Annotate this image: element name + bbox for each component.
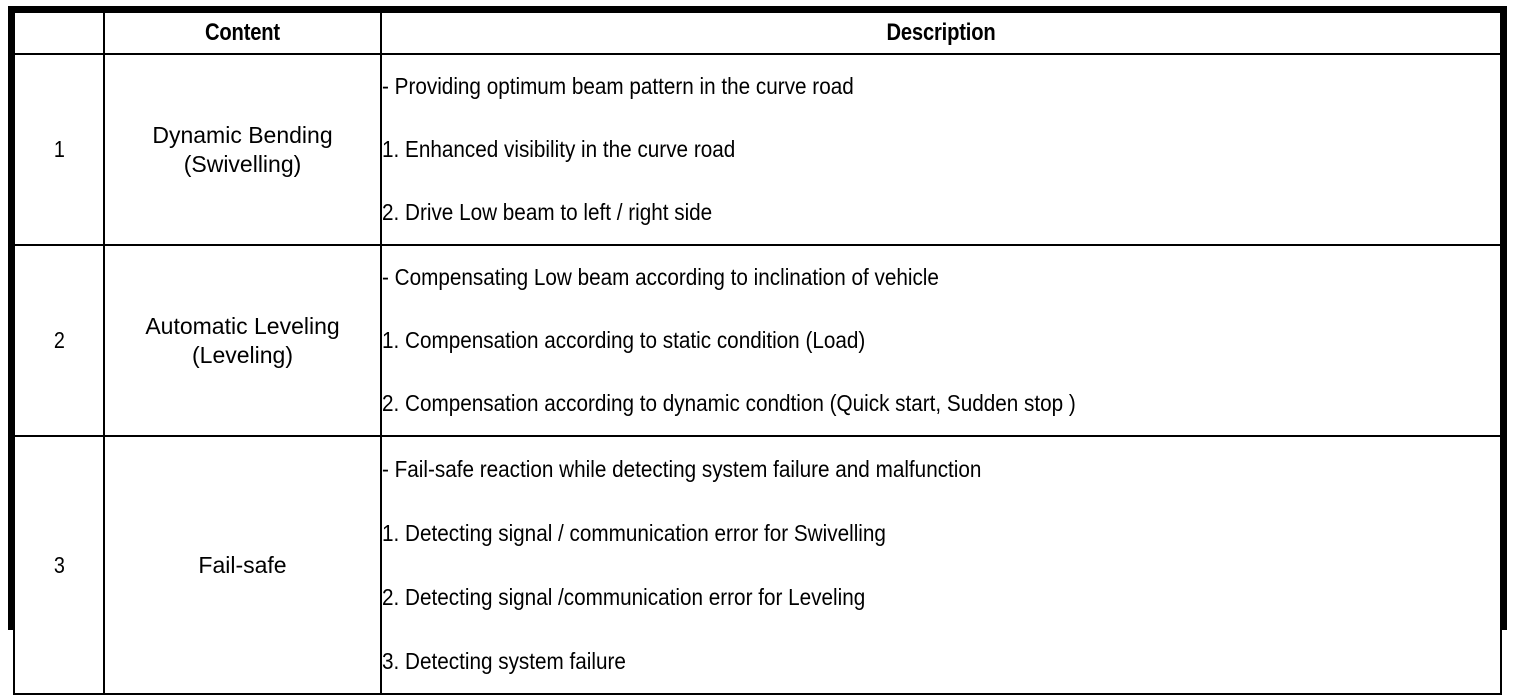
- description-list: - Providing optimum beam pattern in the …: [382, 55, 1500, 244]
- content-line: Automatic Leveling: [145, 312, 340, 339]
- content-line: Fail-safe: [198, 551, 287, 578]
- column-header-content: Content: [125, 11, 360, 55]
- content-line: (Leveling): [192, 341, 293, 368]
- row-content-cell: Fail-safe: [103, 435, 382, 695]
- table-row: 3 Fail-safe - Fail-safe reaction while d…: [13, 435, 1502, 695]
- column-header-index: [20, 11, 98, 55]
- content-line: (Swivelling): [183, 150, 302, 177]
- description-list: - Compensating Low beam according to inc…: [382, 246, 1500, 435]
- description-list: - Fail-safe reaction while detecting sys…: [382, 437, 1500, 693]
- table-row: 2 Automatic Leveling (Leveling) - Compen…: [13, 244, 1502, 437]
- row-content-cell: Dynamic Bending (Swivelling): [103, 53, 382, 246]
- row-index-value: 2: [53, 327, 65, 353]
- row-index-value: 3: [53, 551, 65, 578]
- row-description-cell: - Compensating Low beam according to inc…: [380, 244, 1502, 437]
- description-line: 1. Compensation according to static cond…: [382, 327, 866, 353]
- description-line: 2. Detecting signal /communication error…: [382, 584, 866, 610]
- table-row: 1 Dynamic Bending (Swivelling) - Providi…: [13, 53, 1502, 246]
- description-line: 2. Drive Low beam to left / right side: [382, 199, 713, 225]
- description-line: - Fail-safe reaction while detecting sys…: [382, 456, 982, 482]
- description-line: - Providing optimum beam pattern in the …: [382, 73, 854, 99]
- table-header-row: Content Description: [14, 11, 1501, 55]
- row-index-cell: 3: [13, 435, 105, 695]
- description-line: 2. Compensation according to dynamic con…: [382, 390, 1076, 416]
- afls-function-table: Content Description 1 Dynamic Bending (S…: [13, 11, 1502, 695]
- description-line: 3. Detecting system failure: [382, 648, 626, 674]
- row-index-value: 1: [53, 136, 65, 162]
- row-content-cell: Automatic Leveling (Leveling): [103, 244, 382, 437]
- content-line: Dynamic Bending: [152, 121, 333, 148]
- row-index-cell: 1: [13, 53, 105, 246]
- row-index-cell: 2: [13, 244, 105, 437]
- table-header: Content Description: [14, 11, 1501, 55]
- table-container: Content Description 1 Dynamic Bending (S…: [8, 6, 1507, 695]
- description-line: - Compensating Low beam according to inc…: [382, 264, 939, 290]
- description-line: 1. Detecting signal / communication erro…: [382, 520, 886, 546]
- row-description-cell: - Providing optimum beam pattern in the …: [380, 53, 1502, 246]
- table-body: 1 Dynamic Bending (Swivelling) - Providi…: [13, 53, 1502, 695]
- column-header-description: Description: [469, 11, 1413, 55]
- description-line: 1. Enhanced visibility in the curve road: [382, 136, 736, 162]
- row-description-cell: - Fail-safe reaction while detecting sys…: [380, 435, 1502, 695]
